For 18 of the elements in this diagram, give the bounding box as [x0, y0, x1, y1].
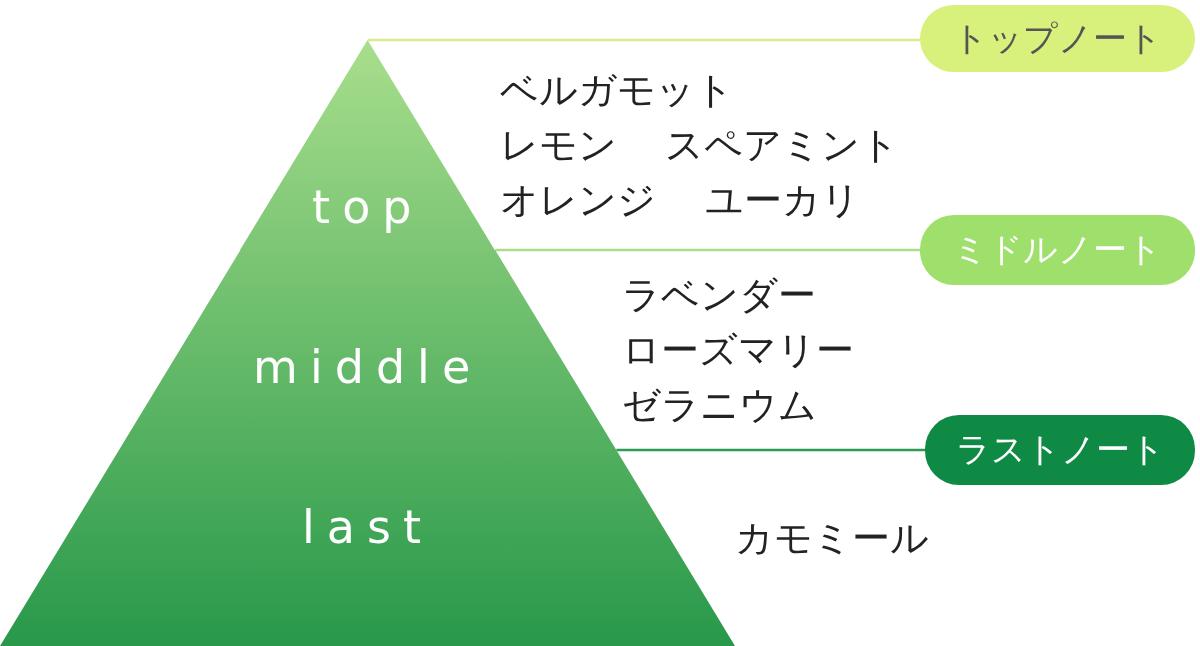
ingredient-name: ベルガモット	[500, 67, 734, 114]
ingredient-name: レモン	[500, 122, 617, 169]
ingredient-name: オレンジ	[500, 177, 656, 224]
tier-label: top	[311, 180, 425, 234]
ingredient-name: ユーカリ	[705, 177, 860, 224]
ingredient-name: ローズマリー	[622, 327, 854, 374]
leader-line	[616, 448, 925, 452]
leader-line	[495, 248, 920, 252]
note-pill: トップノート	[920, 5, 1195, 72]
ingredient-name: ラベンダー	[622, 272, 816, 319]
note-pill: ラストノート	[925, 415, 1195, 485]
leader-line	[368, 38, 920, 42]
tier-label: middle	[252, 340, 484, 394]
note-pill: ミドルノート	[920, 215, 1195, 285]
ingredient-name: ゼラニウム	[622, 382, 817, 429]
ingredient-name: スペアミント	[665, 122, 899, 169]
tier-label: last	[301, 500, 434, 554]
ingredient-name: カモミール	[735, 515, 929, 562]
